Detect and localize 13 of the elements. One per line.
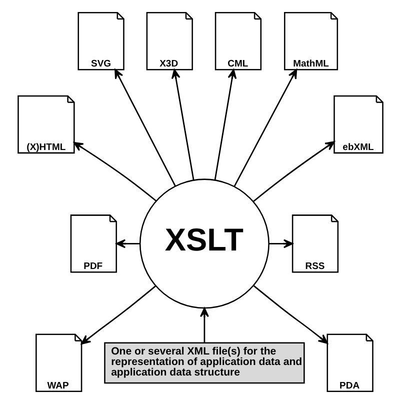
arrow: [170, 69, 194, 180]
arrow: [114, 68, 176, 187]
arrow: [214, 69, 236, 180]
arrow: [199, 307, 208, 343]
arrow: [115, 239, 140, 248]
node-circle: XSLT: [138, 178, 269, 309]
arrow: [252, 141, 334, 202]
node-box: One or several XML file(s) for the representation of application data and application data structure: [104, 342, 304, 384]
arrow: [268, 239, 293, 248]
arrow: [72, 142, 156, 202]
arrow: [80, 285, 156, 344]
arrow: [252, 285, 328, 344]
arrow: [233, 69, 297, 187]
